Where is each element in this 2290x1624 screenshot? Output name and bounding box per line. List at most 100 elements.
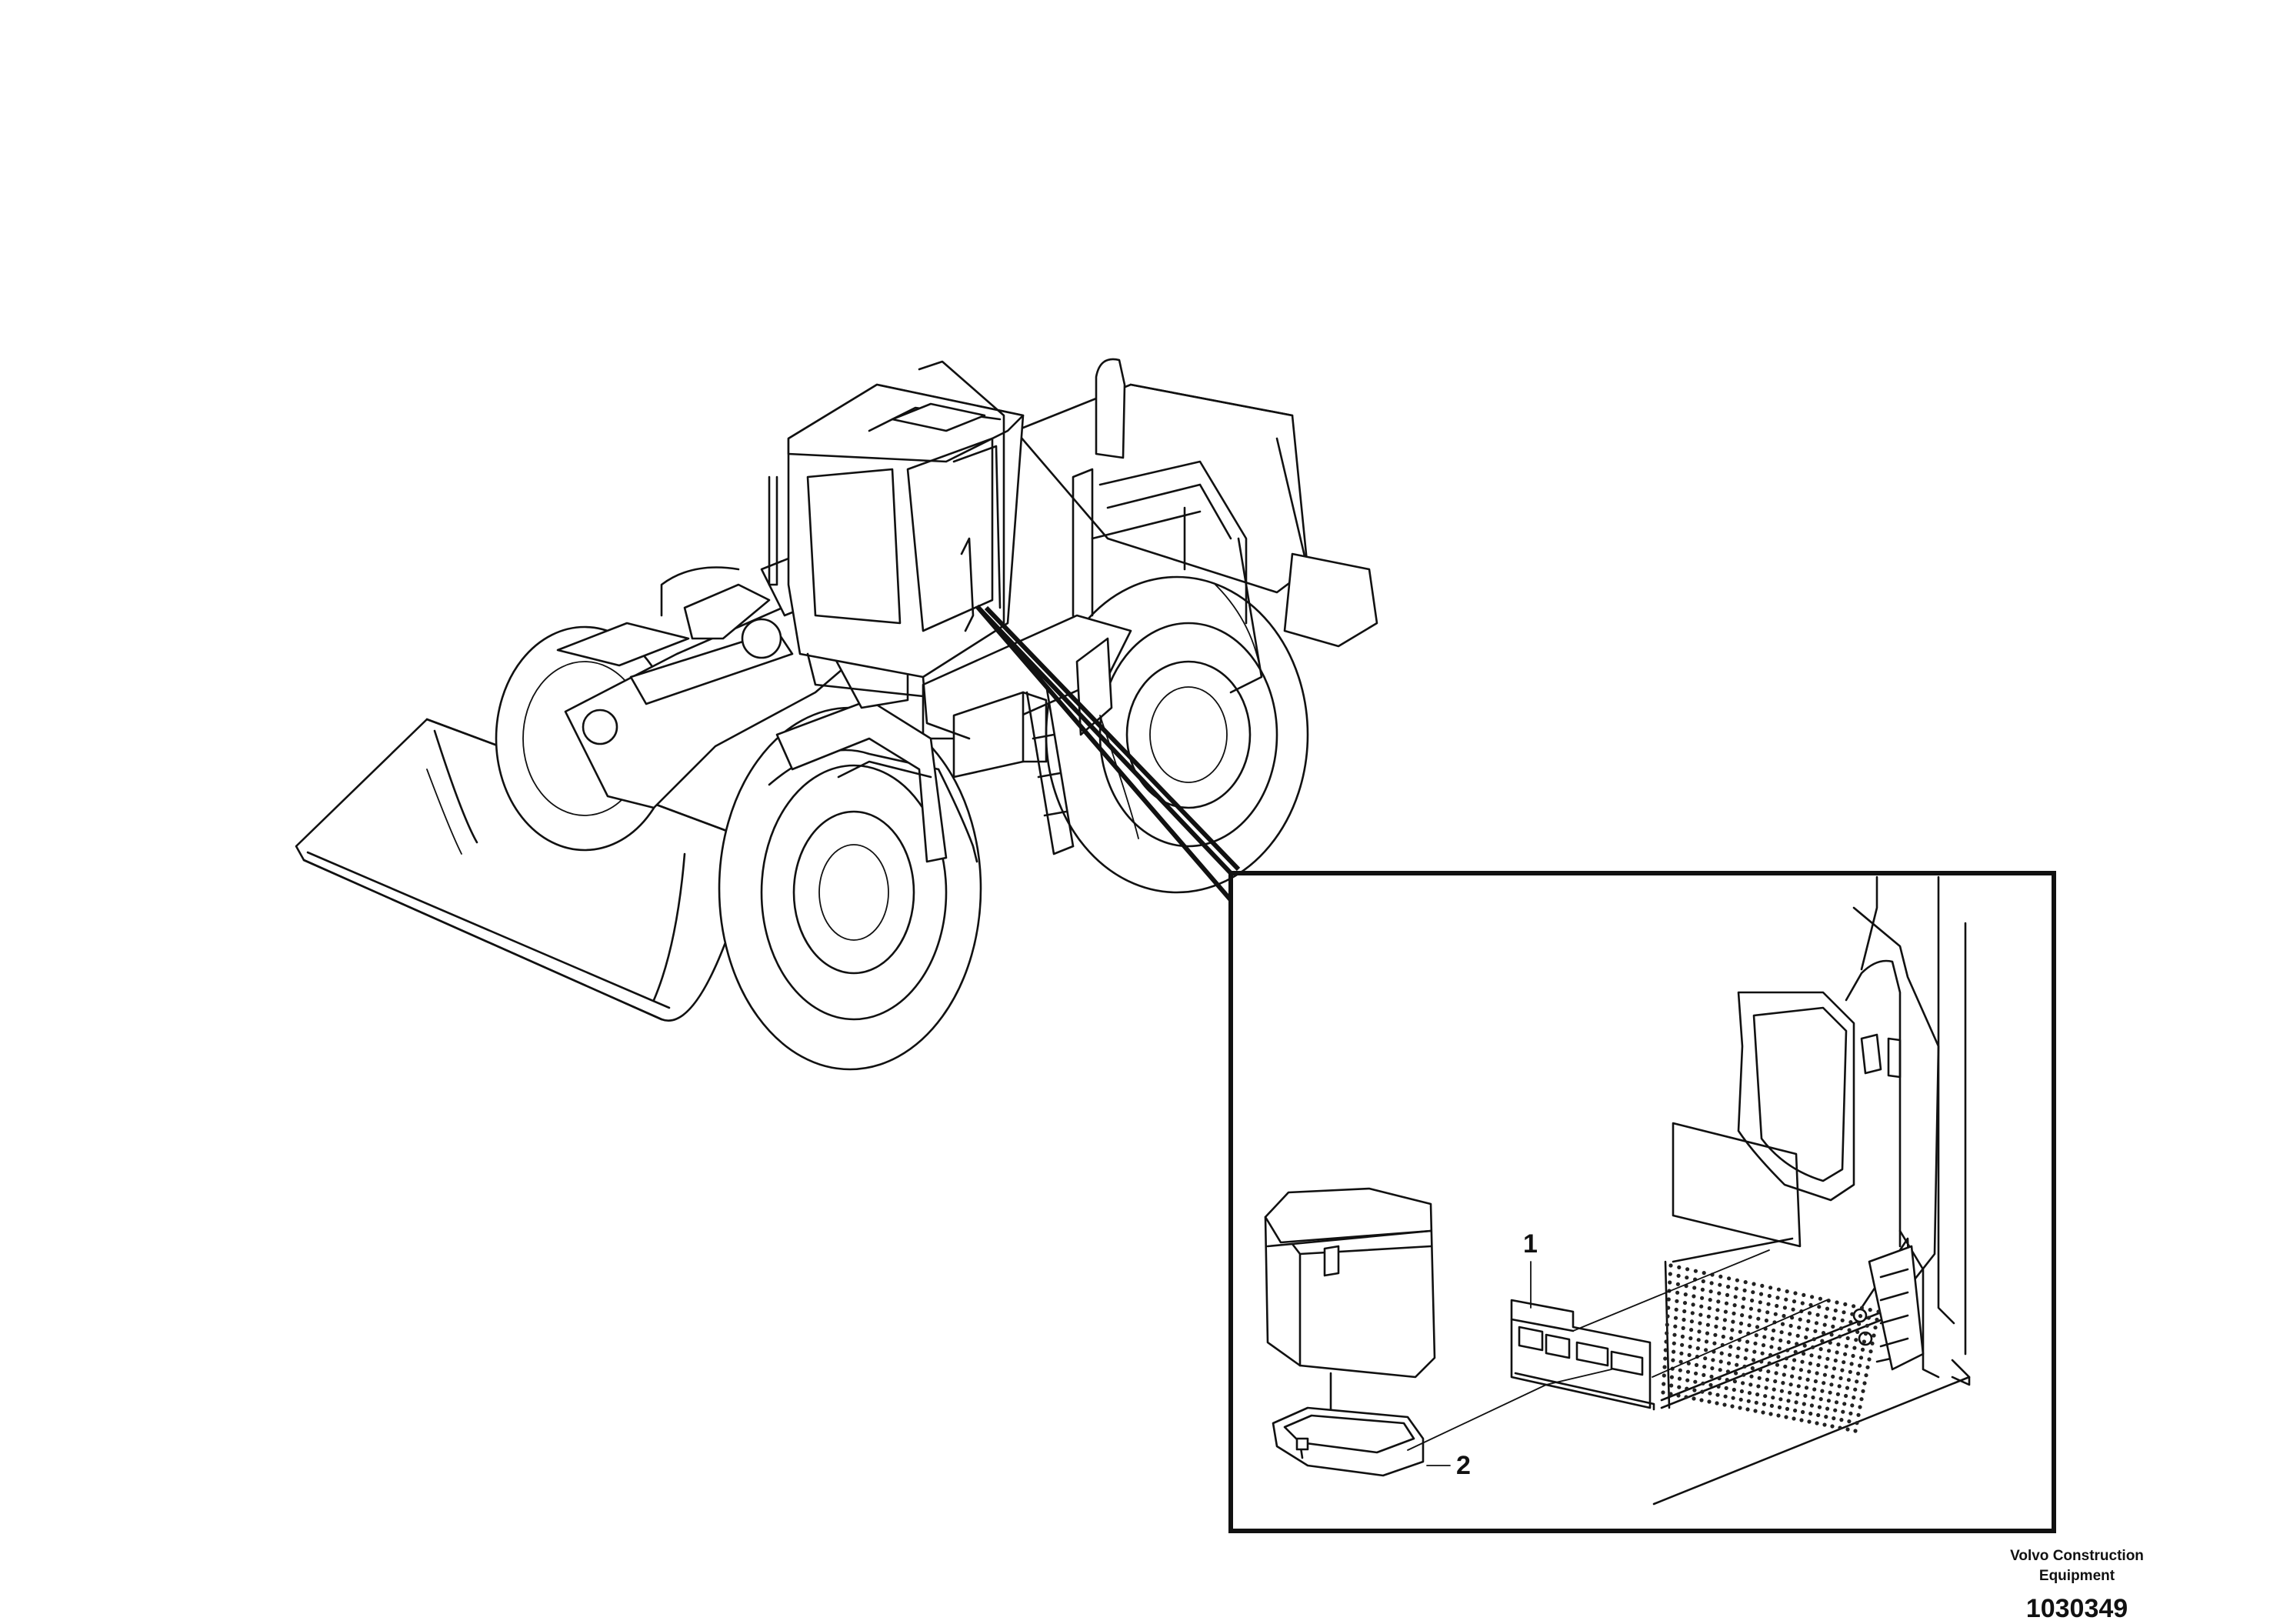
- floor-perforation: [1755, 1325, 1760, 1329]
- part-1-bracket: [1510, 1299, 1655, 1411]
- floor-perforation: [1666, 1297, 1671, 1302]
- floor-perforation: [1778, 1338, 1783, 1342]
- floor-perforation: [1830, 1424, 1835, 1429]
- floor-perforation: [1753, 1341, 1758, 1346]
- part-2-box-and-tray: [1264, 1187, 1436, 1477]
- floor-perforation: [1792, 1299, 1797, 1304]
- floor-perforation: [1730, 1328, 1735, 1332]
- operator-cab: [768, 360, 1025, 740]
- floor-perforation: [1822, 1372, 1827, 1377]
- floor-perforation: [1786, 1340, 1791, 1345]
- floor-perforation: [1777, 1405, 1782, 1409]
- floor-perforation: [1868, 1349, 1873, 1354]
- floor-perforation: [1805, 1377, 1810, 1382]
- floor-perforation: [1676, 1273, 1681, 1278]
- floor-perforation: [1771, 1396, 1775, 1400]
- floor-perforation: [1824, 1315, 1828, 1319]
- floor-perforation: [1673, 1316, 1678, 1320]
- floor-perforation: [1692, 1396, 1696, 1401]
- floor-perforation: [1680, 1334, 1685, 1339]
- floor-perforation: [1840, 1368, 1845, 1372]
- floor-perforation: [1753, 1409, 1758, 1413]
- floor-perforation: [1751, 1290, 1755, 1295]
- floor-perforation: [1796, 1384, 1801, 1389]
- floor-perforation: [1715, 1401, 1719, 1406]
- floor-perforation: [1676, 1393, 1681, 1398]
- floor-perforation: [1843, 1352, 1848, 1356]
- floor-perforation: [1840, 1318, 1845, 1322]
- floor-perforation: [1722, 1326, 1726, 1331]
- floor-perforation: [1688, 1344, 1692, 1349]
- floor-perforation: [1692, 1388, 1697, 1392]
- floor-perforation: [1784, 1415, 1788, 1419]
- floor-perforation: [1735, 1278, 1739, 1282]
- floor-perforation: [1802, 1343, 1807, 1348]
- floor-perforation: [1798, 1317, 1802, 1322]
- floor-perforation: [1818, 1296, 1822, 1301]
- floor-perforation: [1734, 1371, 1738, 1376]
- floor-perforation: [1804, 1335, 1808, 1340]
- floor-perforation: [1815, 1312, 1820, 1317]
- floor-perforation: [1849, 1362, 1854, 1366]
- floor-perforation: [1854, 1338, 1858, 1342]
- floor-perforation: [1824, 1415, 1828, 1419]
- floor-perforation: [1677, 1385, 1682, 1389]
- floor-perforation: [1749, 1374, 1754, 1379]
- floor-perforation: [1782, 1306, 1787, 1310]
- floor-perforation: [1742, 1296, 1746, 1301]
- floor-perforation: [1838, 1334, 1842, 1339]
- floor-perforation: [1812, 1387, 1817, 1392]
- floor-perforation: [1733, 1295, 1738, 1299]
- floor-perforation: [1685, 1276, 1689, 1280]
- floor-perforation: [1756, 1384, 1761, 1389]
- floor-perforation: [1818, 1347, 1823, 1352]
- floor-perforation: [1802, 1402, 1806, 1406]
- floor-perforation: [1867, 1357, 1872, 1362]
- floor-perforation: [1705, 1331, 1710, 1336]
- floor-perforation: [1718, 1368, 1722, 1372]
- floor-perforation: [1702, 1364, 1707, 1369]
- floor-perforation: [1686, 1361, 1691, 1366]
- floor-perforation: [1755, 1392, 1760, 1397]
- floor-perforation: [1858, 1356, 1864, 1360]
- floor-perforation: [1748, 1382, 1753, 1387]
- floor-perforation: [1831, 1374, 1835, 1379]
- floor-perforation: [1677, 1376, 1682, 1381]
- floor-perforation: [1809, 1353, 1814, 1358]
- floor-perforation: [1685, 1267, 1690, 1272]
- floor-perforation: [1815, 1421, 1819, 1426]
- floor-perforation: [1700, 1389, 1705, 1394]
- floor-perforation: [1808, 1361, 1812, 1366]
- floor-perforation: [1824, 1365, 1828, 1369]
- floor-perforation: [1857, 1322, 1862, 1326]
- floor-perforation: [1775, 1296, 1780, 1300]
- floor-perforation: [1768, 1412, 1773, 1416]
- floor-perforation: [1832, 1366, 1837, 1371]
- floor-perforation: [1739, 1389, 1744, 1394]
- floor-perforation: [1845, 1336, 1850, 1341]
- floor-perforation: [1672, 1332, 1677, 1337]
- floor-perforation: [1776, 1413, 1781, 1418]
- floor-perforation: [1732, 1387, 1736, 1392]
- floor-perforation: [1731, 1319, 1735, 1324]
- floor-perforation: [1727, 1276, 1732, 1281]
- floor-perforation: [1691, 1302, 1695, 1307]
- floor-perforation: [1662, 1365, 1667, 1369]
- floor-perforation: [1675, 1282, 1680, 1286]
- floor-perforation: [1839, 1418, 1844, 1422]
- floor-perforation: [1722, 1402, 1727, 1407]
- floor-perforation: [1721, 1334, 1725, 1339]
- floor-perforation: [1782, 1313, 1786, 1319]
- exhaust-stack: [1095, 358, 1126, 459]
- floor-perforation: [1722, 1318, 1727, 1322]
- floor-perforation: [1669, 1383, 1674, 1388]
- floor-perforation: [1725, 1378, 1729, 1382]
- floor-perforation: [1742, 1288, 1747, 1292]
- floor-perforation: [1802, 1352, 1806, 1356]
- floor-perforation: [1773, 1379, 1778, 1384]
- floor-perforation: [1847, 1328, 1852, 1332]
- floor-perforation: [1792, 1358, 1797, 1362]
- floor-perforation: [1741, 1305, 1745, 1309]
- perforated-floor-mat: [1661, 1263, 1881, 1433]
- floor-perforation: [1852, 1396, 1856, 1400]
